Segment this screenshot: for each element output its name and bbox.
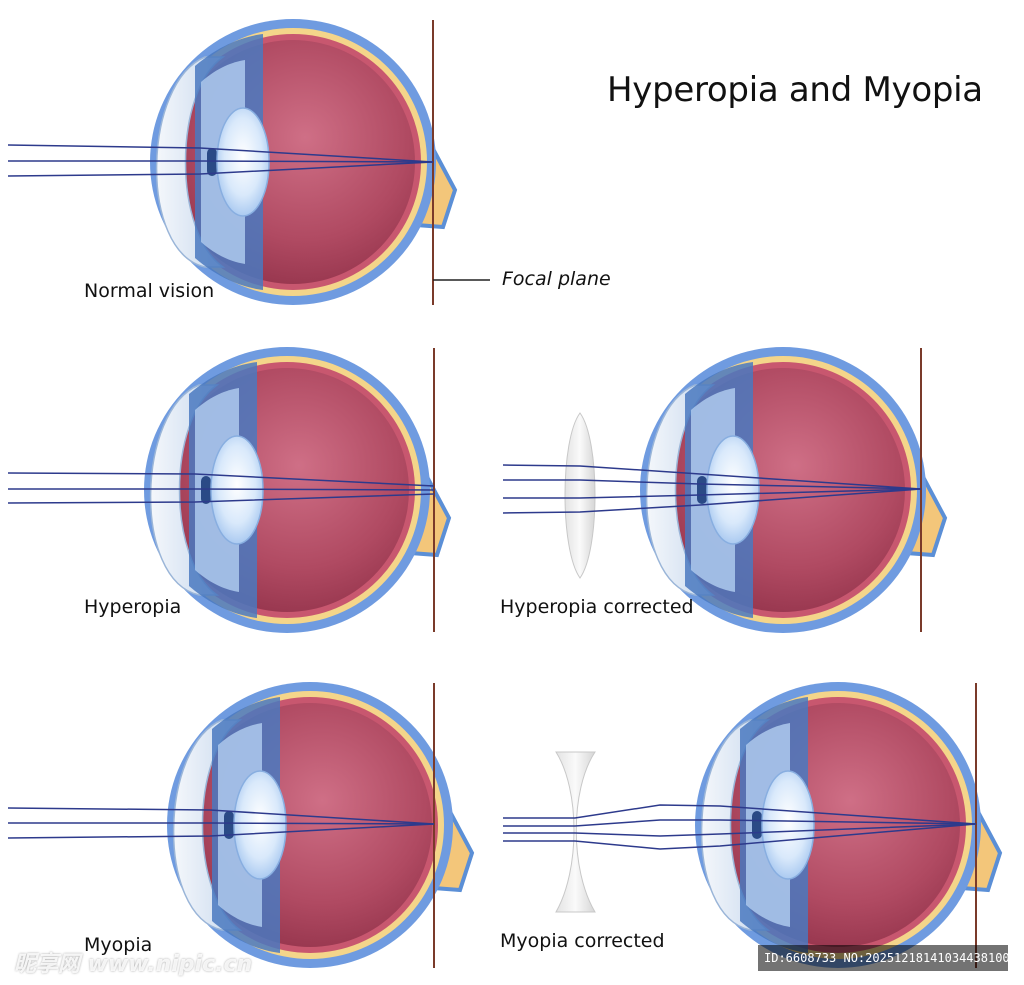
concave-lens [555,751,596,913]
rays-normal [7,144,434,177]
label-focal-plane: Focal plane [502,268,611,290]
rays-hyperopia-corrected [502,464,922,514]
label-normal-vision: Normal vision [84,280,215,302]
page-title: Hyperopia and Myopia [607,70,983,110]
label-hyperopia-corrected: Hyperopia corrected [500,596,694,618]
rays-hyperopia [7,472,435,504]
watermark-left: 昵享网 www.nipic.cn [14,952,253,977]
label-hyperopia: Hyperopia [84,596,182,618]
watermark-right: ID:6608733 NO:20251218141034438100 [758,945,1010,971]
convex-lens [564,412,596,579]
label-myopia-corrected: Myopia corrected [500,930,665,952]
label-myopia: Myopia [84,934,153,956]
rays-myopia [7,807,435,839]
rays-myopia-corrected [503,804,977,850]
